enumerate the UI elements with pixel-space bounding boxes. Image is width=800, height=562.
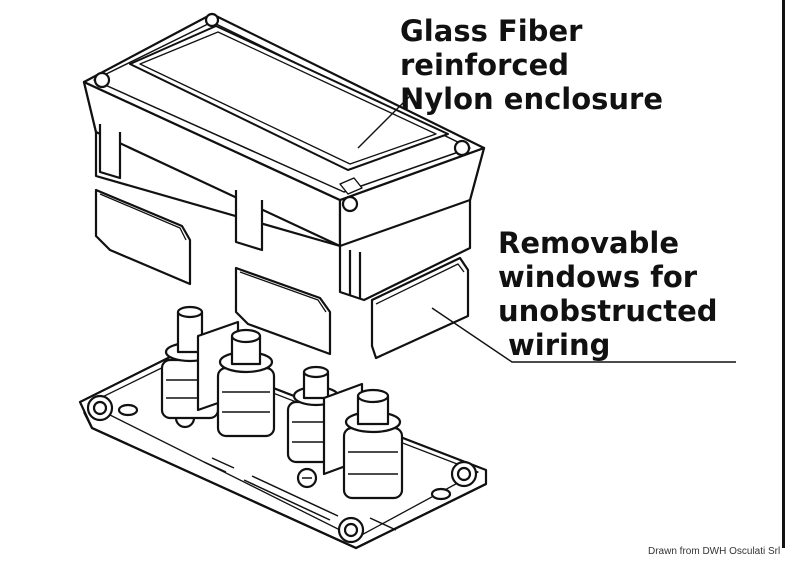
stud-terminal-2 <box>196 320 276 438</box>
base-plate <box>78 350 488 550</box>
leader-line-windows <box>431 307 736 363</box>
windows-label-line-3: unobstructed <box>498 294 718 328</box>
nylon-enclosure <box>82 12 486 302</box>
enclosure-label: Glass Fiber reinforced Nylon enclosure <box>400 14 663 116</box>
windows-label: Removable windows for unobstructed wirin… <box>498 226 718 362</box>
removable-window-right <box>370 256 470 360</box>
screw-hole-icon <box>204 12 220 28</box>
windows-label-line-1: Removable <box>498 226 679 260</box>
enclosure-label-line-1: Glass Fiber <box>400 14 583 48</box>
screw-hole-icon <box>453 139 471 157</box>
enclosure-label-line-2: reinforced <box>400 48 570 82</box>
leader-line-enclosure <box>357 95 411 149</box>
right-border-line <box>782 0 785 548</box>
removable-window-left <box>94 188 192 286</box>
credit-text: Drawn from DWH Osculati Srl <box>648 546 781 557</box>
enclosure-label-line-3: Nylon enclosure <box>400 82 664 116</box>
screw-hole-icon <box>93 71 111 89</box>
stud-terminal-4 <box>322 382 404 500</box>
removable-window-middle <box>234 266 332 356</box>
windows-label-line-2: windows for <box>498 260 698 294</box>
screw-hole-icon <box>341 195 359 213</box>
windows-label-line-4: wiring <box>508 328 611 362</box>
